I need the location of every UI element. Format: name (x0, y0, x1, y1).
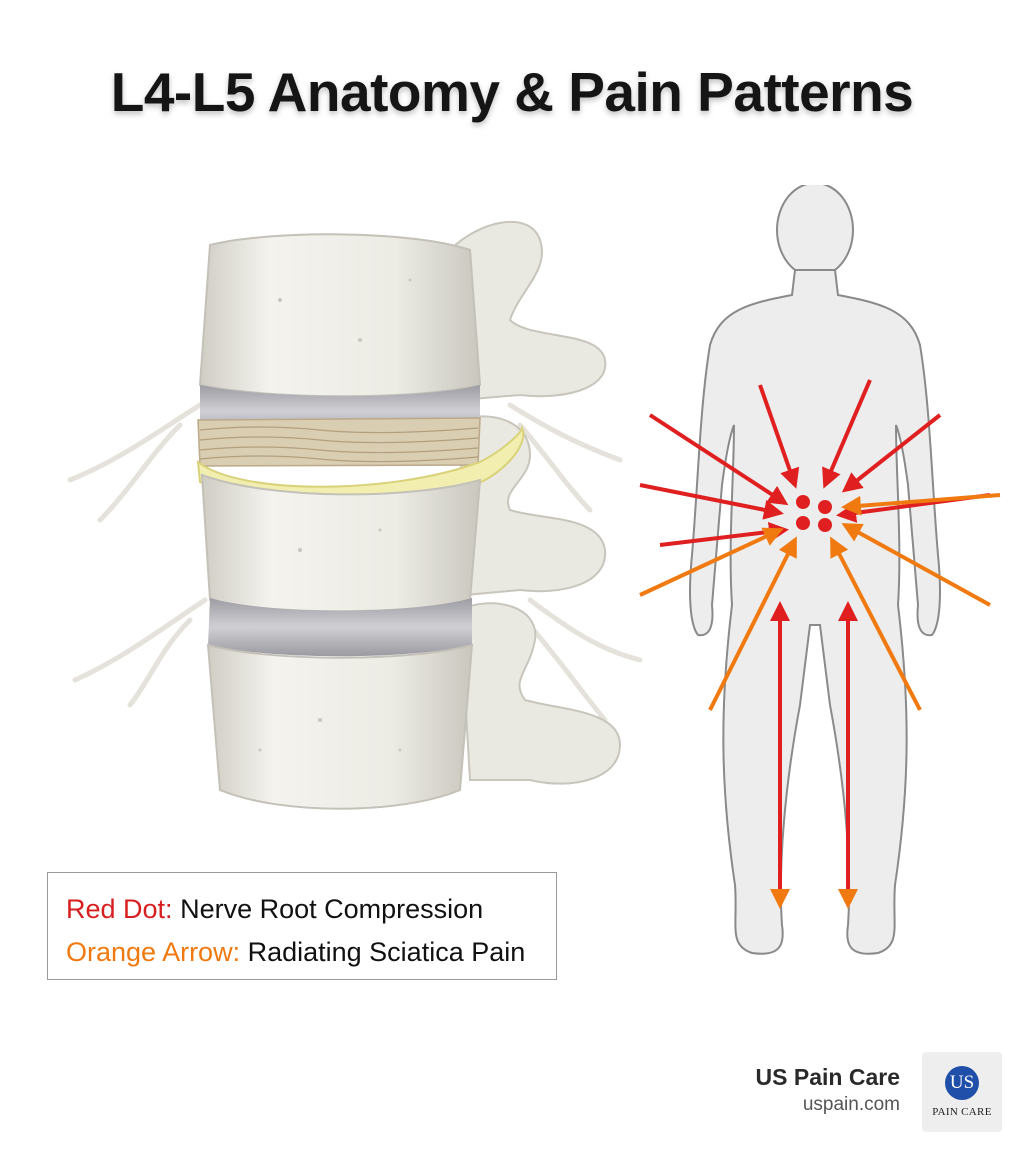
brand-name: US Pain Care (755, 1064, 900, 1090)
legend-item-orange-arrow: Orange Arrow: Radiating Sciatica Pain (66, 932, 556, 975)
body-pain-diagram (639, 185, 1001, 955)
legend-orange-text: Radiating Sciatica Pain (247, 937, 526, 967)
leg-arrows (770, 601, 858, 909)
brand-url[interactable]: uspain.com (802, 1094, 900, 1115)
page-title: L4-L5 Anatomy & Pain Patterns (110, 61, 914, 123)
brand-block: US Pain Care uspain.com (756, 1064, 900, 1116)
brand-logo: US PAIN CARE (922, 1052, 1002, 1132)
nerve-roots-left (67, 402, 208, 708)
legend-orange-key: Orange Arrow: (66, 937, 241, 967)
lumbar-spine-illustration (67, 220, 643, 810)
nerve-compression-dots (796, 495, 832, 532)
legend-red-text: Nerve Root Compression (180, 894, 484, 924)
lower-vertebra (200, 473, 482, 613)
legend-box: Red Dot: Nerve Root Compression Orange A… (47, 872, 557, 980)
logo-text: PAIN CARE (932, 1106, 992, 1118)
legend-red-key: Red Dot: (66, 894, 173, 924)
upper-vertebra (198, 233, 482, 398)
logo-icon: US (945, 1066, 979, 1100)
lower-disc (208, 598, 472, 657)
bottom-vertebra (206, 643, 474, 810)
body-silhouette (689, 185, 941, 955)
legend-item-red-dot: Red Dot: Nerve Root Compression (66, 889, 556, 932)
pain-arrows-orange (639, 493, 1001, 711)
